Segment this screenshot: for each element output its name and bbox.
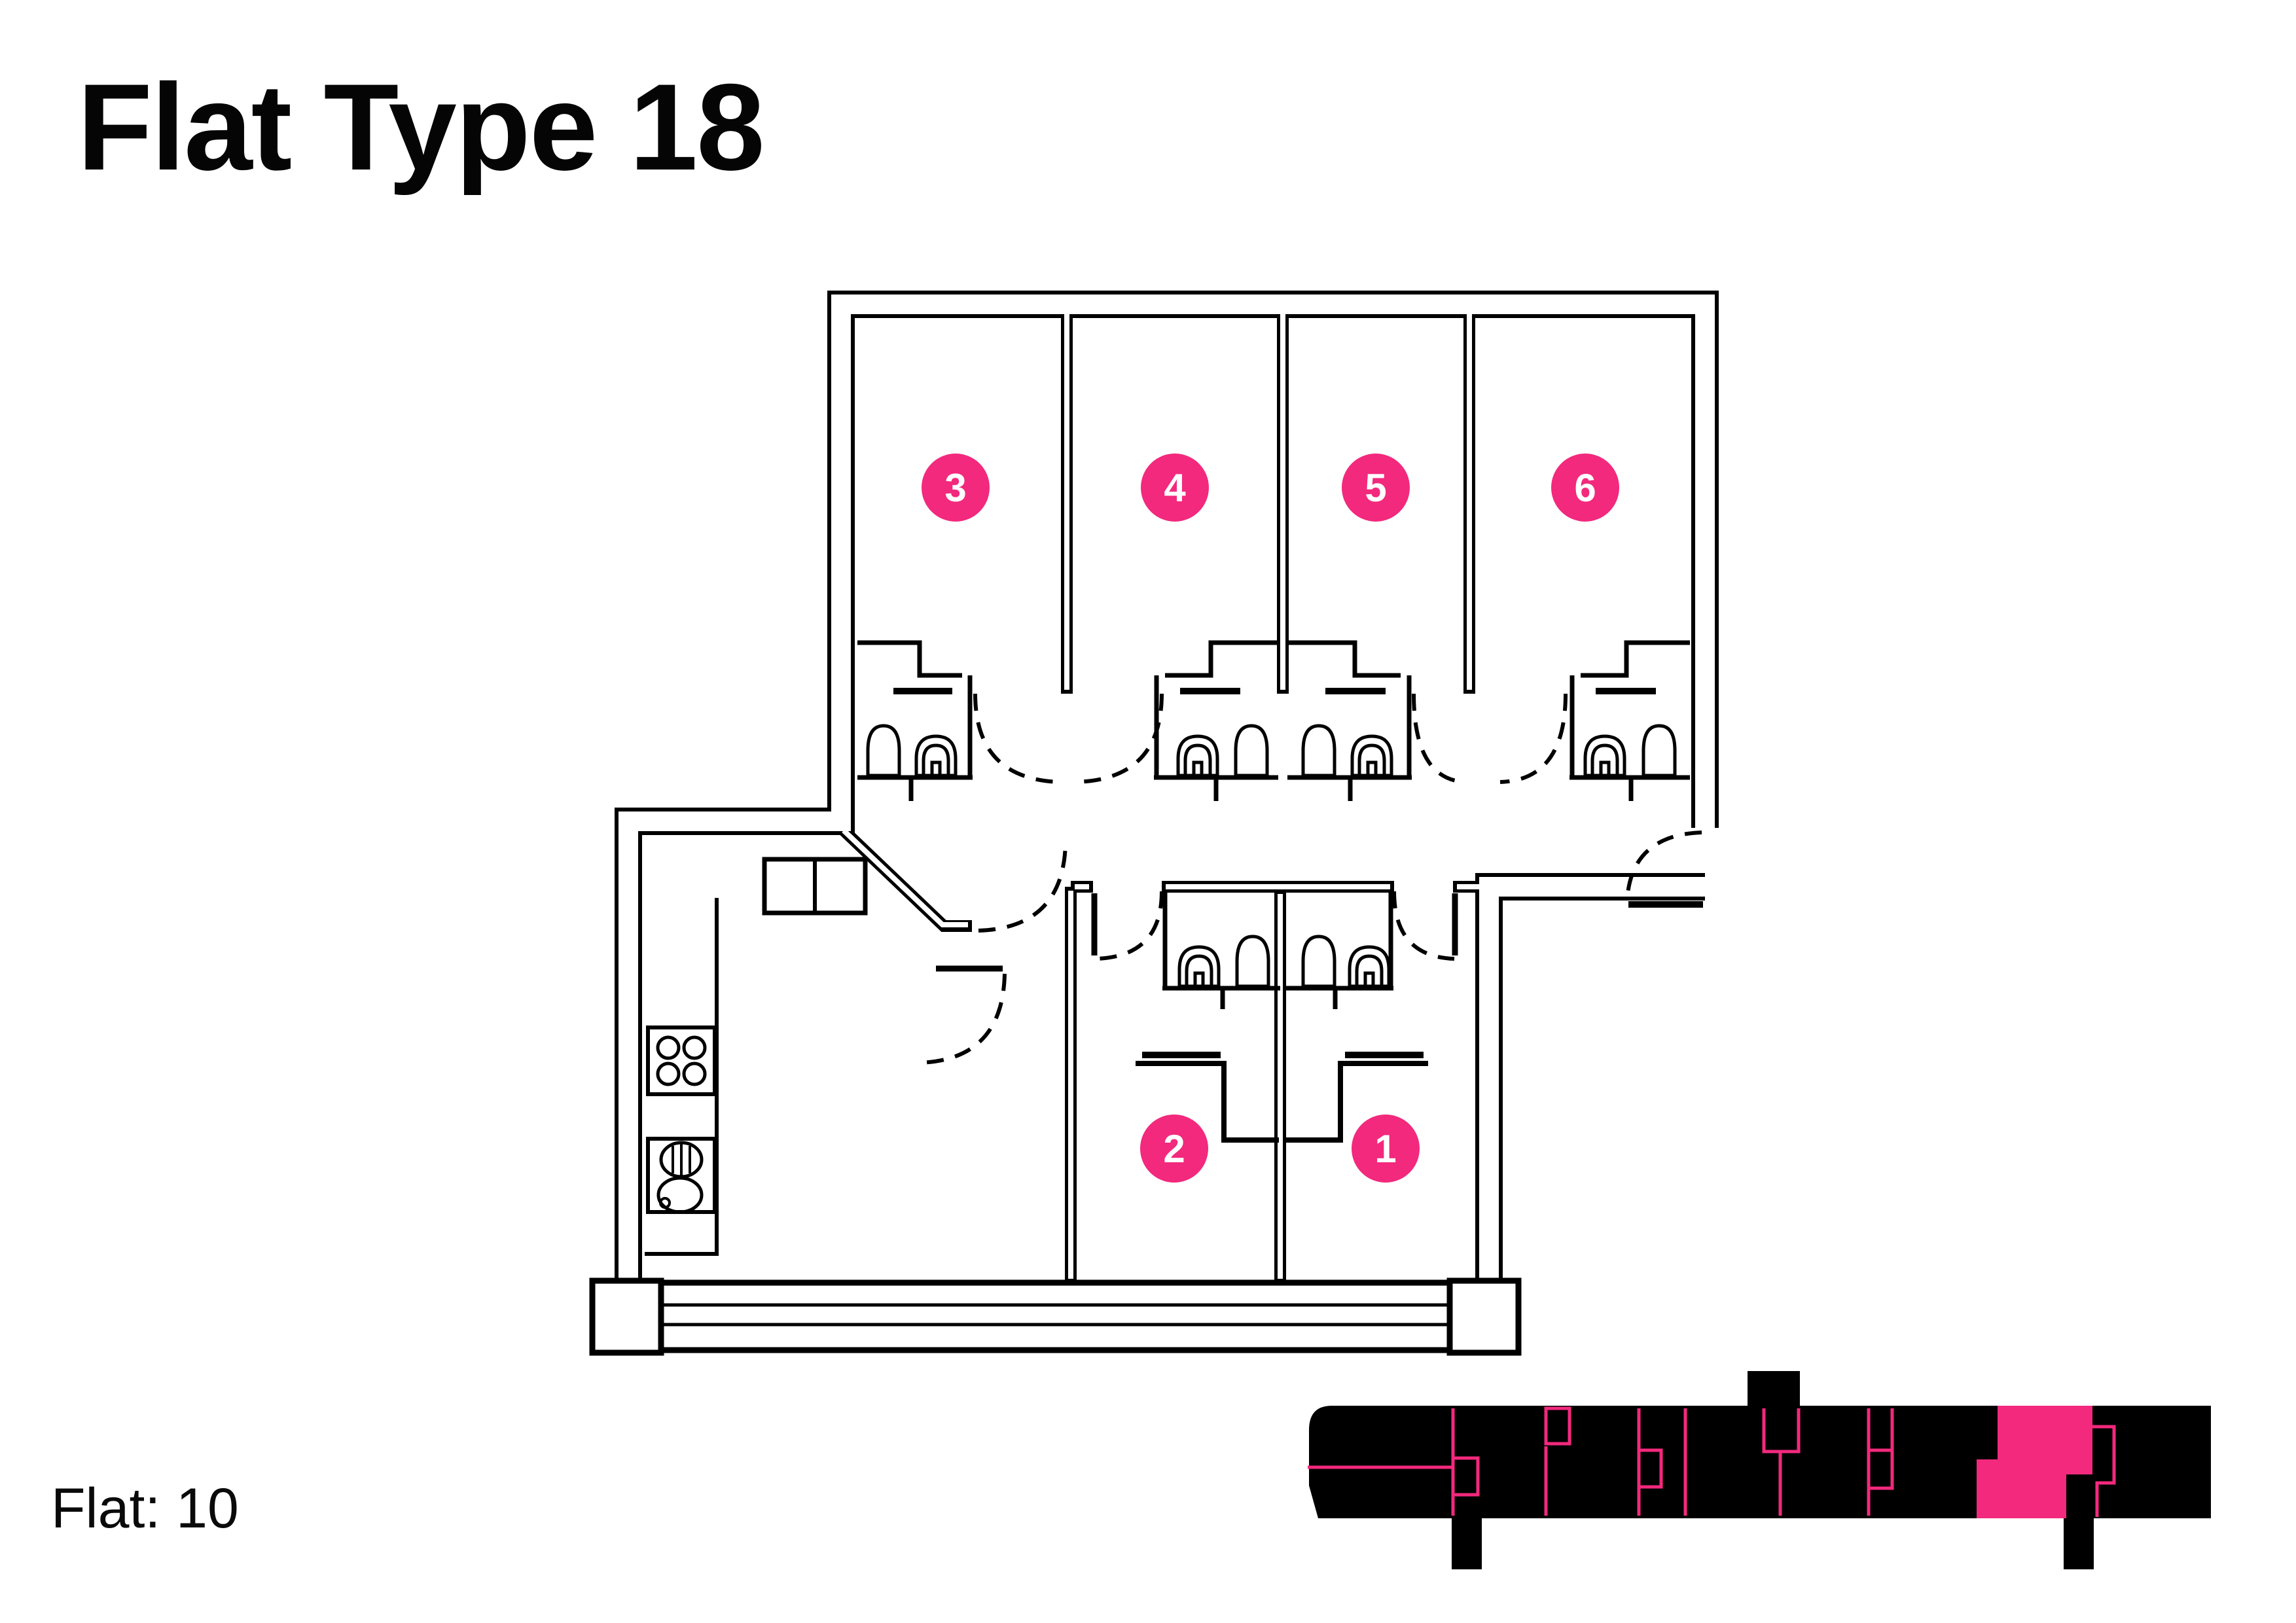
room-marker-2: 2 [1140,1115,1208,1183]
kitchen-sink-icon [646,1137,717,1214]
sink-icon [916,736,956,776]
room-marker-5: 5 [1342,454,1410,522]
svg-text:6: 6 [1574,466,1596,510]
room-markers: 3 4 5 6 2 1 [922,454,1619,1183]
footprint-highlighted-flat [1977,1406,2092,1518]
svg-text:3: 3 [944,466,966,510]
sink-icon [1585,736,1624,776]
window-band [589,1277,1522,1356]
floor-plan: 3 4 5 6 2 1 [543,275,1721,1361]
room-marker-3: 3 [922,454,990,522]
footprint-stub-right [2064,1518,2094,1569]
kitchen-counter [645,898,719,1256]
svg-text:5: 5 [1365,466,1386,510]
floor-plan-svg: 3 4 5 6 2 1 [589,291,1719,1356]
toilet-icon [1236,726,1267,776]
footprint-bump [1748,1371,1800,1407]
walls-white-channel [619,294,1715,1286]
hob-icon [646,1026,717,1096]
toilet-icon [1303,936,1335,986]
sink-icon [1178,736,1217,776]
wall-pillar-right [1446,1277,1522,1356]
footprint-flat-dividers [1308,1406,2116,1517]
page-title: Flat Type 18 [77,58,765,196]
room-marker-4: 4 [1141,454,1209,522]
svg-text:4: 4 [1164,466,1186,510]
footprint-stub-left [1452,1518,1482,1569]
room-marker-6: 6 [1551,454,1619,522]
sink-icon [1350,947,1389,986]
svg-text:2: 2 [1163,1127,1185,1171]
door-leaves [893,688,1703,1058]
room-marker-1: 1 [1352,1115,1420,1183]
svg-text:1: 1 [1374,1127,1396,1171]
bathroom-fixtures [868,726,1675,986]
toilet-icon [1643,726,1675,776]
sink-icon [1179,947,1219,986]
sink-icon [1352,736,1391,776]
door-swing-arcs [918,693,1702,1065]
flat-number-label: Flat: 10 [51,1477,239,1540]
toilet-icon [1237,936,1268,986]
toilet-icon [1303,726,1335,776]
kitchen [645,857,868,1256]
building-footprint-svg [1308,1371,2211,1569]
building-footprint [1276,1364,2232,1580]
wall-pillar-left [589,1277,664,1356]
toilet-icon [868,726,899,776]
